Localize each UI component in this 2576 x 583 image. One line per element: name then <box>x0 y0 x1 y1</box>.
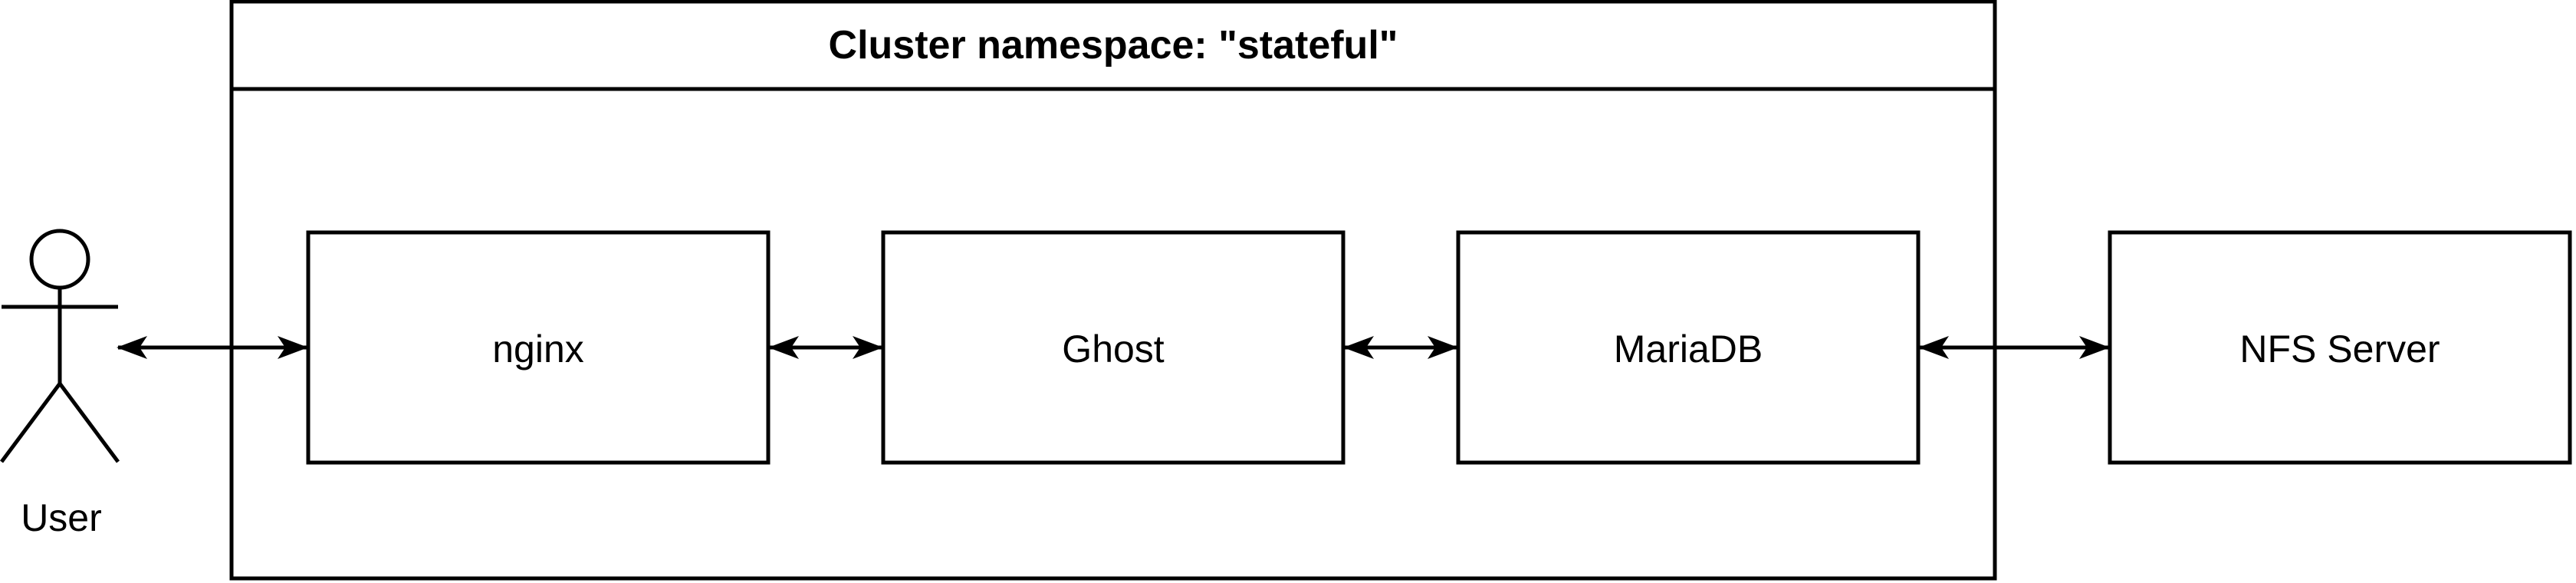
mariadb-box: MariaDB <box>1456 230 1921 465</box>
ghost-label: Ghost <box>1062 328 1165 371</box>
nginx-box: nginx <box>306 230 770 465</box>
mariadb-label: MariaDB <box>1614 328 1763 371</box>
nfs-server-box-frame <box>2108 230 2572 465</box>
nfs-server-box: NFS Server <box>2108 230 2572 465</box>
ghost-box: Ghost <box>881 230 1346 465</box>
user-actor <box>0 229 120 463</box>
namespace-title: Cluster namespace: "stateful" <box>829 23 1398 68</box>
mariadb-box-frame <box>1456 230 1921 465</box>
nfs-server-label: NFS Server <box>2239 328 2440 371</box>
actor-head <box>29 229 90 290</box>
user-label: User <box>21 496 102 539</box>
nginx-label: nginx <box>492 328 584 371</box>
actor-right-leg <box>58 382 120 463</box>
actor-left-leg <box>0 382 62 463</box>
